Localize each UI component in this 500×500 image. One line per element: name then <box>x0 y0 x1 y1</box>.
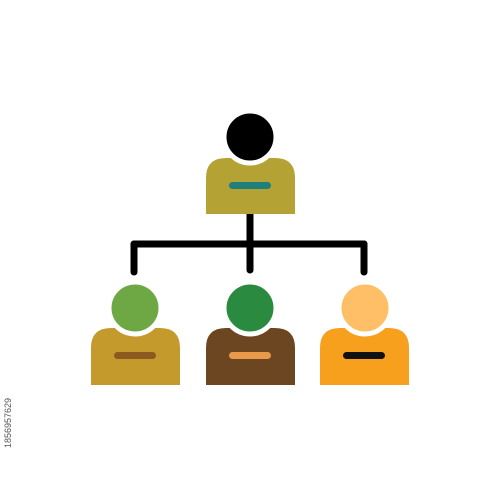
manager-badge <box>229 182 271 189</box>
left-member-badge <box>114 352 156 359</box>
left-member-head <box>106 279 164 337</box>
manager-person-icon <box>206 108 295 214</box>
manager-head <box>221 108 279 166</box>
team-member-right-icon <box>320 279 409 385</box>
right-member-badge <box>343 352 385 359</box>
team-member-center-icon <box>206 279 295 385</box>
connector-lines <box>130 210 368 276</box>
stock-image-id: 1856957629 <box>3 397 13 449</box>
right-member-head <box>336 279 394 337</box>
center-member-head <box>221 279 279 337</box>
center-member-badge <box>229 352 271 359</box>
team-member-left-icon <box>91 279 180 385</box>
